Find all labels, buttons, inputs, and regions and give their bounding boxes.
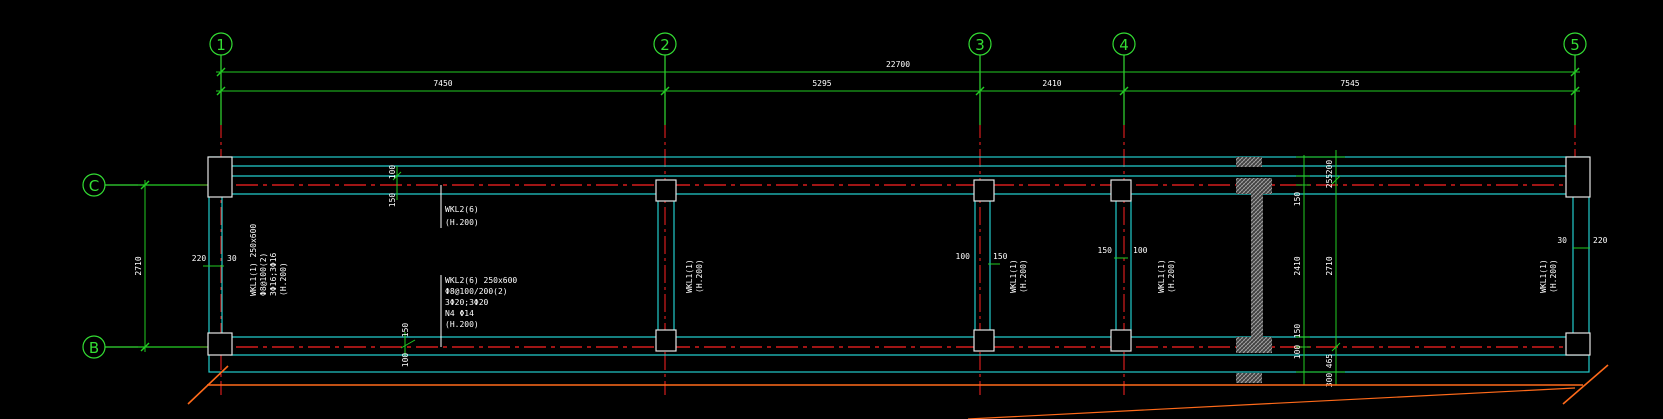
axis-label-2: 2 xyxy=(660,36,670,54)
column-C4 xyxy=(1110,179,1132,202)
dim-top-150: 150 xyxy=(388,193,397,208)
wkl1-left-line2: Φ8@100(2) xyxy=(259,253,268,296)
dim-ax3-100: 100 xyxy=(956,252,971,261)
wkl2-top-line2: (H.200) xyxy=(445,218,479,227)
wkl1-ax5-line1: WKL1(1) xyxy=(1539,259,1548,293)
dimension-chain-top xyxy=(216,67,1580,96)
wkl1-ax3-line2: (H.200) xyxy=(1019,259,1028,293)
wkl1-left-line3: 3Φ16;3Φ16 xyxy=(269,252,278,296)
dim-left-30: 30 xyxy=(227,254,237,263)
column-B2 xyxy=(655,329,677,352)
wkl2-bot-line2: Φ8@100/200(2) xyxy=(445,287,508,296)
dim-span-4-5: 7545 xyxy=(1340,79,1359,88)
section-cut-lines xyxy=(187,364,1609,419)
column-C3 xyxy=(973,179,995,202)
dimension-right-vertical xyxy=(1296,150,1345,385)
grid-centerlines-horizontal xyxy=(200,184,1585,348)
dim-ax3-150: 150 xyxy=(993,252,1008,261)
dim-span-1-2: 7450 xyxy=(433,79,452,88)
wkl1-left-line1: WKL1(1) 250x600 xyxy=(249,224,258,296)
annotation-wkl1-axis4: WKL1(1) (H.200) xyxy=(1157,259,1176,293)
section-line-oblique xyxy=(967,387,1576,419)
axis-label-C: C xyxy=(89,177,99,195)
column-C2 xyxy=(655,179,677,202)
dim-span-2-3: 5295 xyxy=(812,79,831,88)
small-dimension-ticks xyxy=(203,166,1590,356)
column-B5 xyxy=(1565,332,1591,356)
dimension-left-vertical xyxy=(138,180,210,352)
dim-ax4-100: 100 xyxy=(1133,246,1148,255)
axis-bubble-4: 4 xyxy=(1112,32,1136,125)
wkl2-bot-line5: (H.200) xyxy=(445,320,479,329)
annotation-wkl1-axis3: WKL1(1) (H.200) xyxy=(1009,259,1028,293)
wkl2-bot-line3: 3Φ20;3Φ20 xyxy=(445,298,489,307)
axis-label-B: B xyxy=(89,339,99,357)
wkl2-bot-line1: WKL2(6) 250x600 xyxy=(445,276,517,285)
dim-bot-150: 150 xyxy=(401,323,410,338)
wkl1-ax2-line2: (H.200) xyxy=(695,259,704,293)
dim-overall: 22700 xyxy=(886,60,910,69)
axis-label-5: 5 xyxy=(1570,36,1580,54)
wkl1-ax5-line2: (H.200) xyxy=(1549,259,1558,293)
hatched-wall xyxy=(1236,157,1272,383)
annotation-wkl1-left: WKL1(1) 250x600 Φ8@100(2) 3Φ16;3Φ16 (H.2… xyxy=(249,224,288,296)
axis-bubble-5: 5 xyxy=(1563,32,1587,125)
dim-r-100: 100 xyxy=(1293,345,1302,360)
wkl1-ax2-line1: WKL1(1) xyxy=(685,259,694,293)
dim-r-300: 300 xyxy=(1325,373,1334,388)
grid-centerlines-vertical xyxy=(220,120,1576,395)
dim-r-200: 200 xyxy=(1325,160,1334,175)
dim-left-220: 220 xyxy=(192,254,207,263)
beam-lines xyxy=(208,156,1590,373)
dim-r-2410: 2410 xyxy=(1293,256,1302,275)
column-B3 xyxy=(973,329,995,352)
dim-span-3-4: 2410 xyxy=(1042,79,1061,88)
axis-label-1: 1 xyxy=(216,36,226,54)
column-C1 xyxy=(207,156,233,198)
dim-left-vertical: 2710 xyxy=(134,256,143,275)
wkl1-ax4-line2: (H.200) xyxy=(1167,259,1176,293)
dim-ax4-150: 150 xyxy=(1098,246,1113,255)
dim-r-465: 465 xyxy=(1325,354,1334,369)
dim-r-255: 255 xyxy=(1325,174,1334,189)
column-B1 xyxy=(207,332,233,356)
wkl1-ax4-line1: WKL1(1) xyxy=(1157,259,1166,293)
axis-label-4: 4 xyxy=(1119,36,1129,54)
wkl1-ax3-line1: WKL1(1) xyxy=(1009,259,1018,293)
axis-label-3: 3 xyxy=(975,36,985,54)
dim-right-30: 30 xyxy=(1557,236,1567,245)
dim-top-100: 100 xyxy=(388,165,397,180)
axis-bubble-2: 2 xyxy=(653,32,677,125)
beam-outer-frame xyxy=(208,156,1590,373)
columns xyxy=(207,156,1591,356)
wkl1-left-line4: (H.200) xyxy=(279,262,288,296)
column-C5 xyxy=(1565,156,1591,198)
dim-r-150-bot: 150 xyxy=(1293,324,1302,339)
column-B4 xyxy=(1110,329,1132,352)
wkl2-top-line1: WKL2(6) xyxy=(445,205,479,214)
dim-bot-100: 100 xyxy=(401,353,410,368)
wkl2-bot-line4: N4 Φ14 xyxy=(445,309,474,318)
dim-r-150-top: 150 xyxy=(1293,192,1302,207)
axis-bubbles: 1 2 3 4 5 C B xyxy=(82,32,1587,359)
dim-r-2710: 2710 xyxy=(1325,256,1334,275)
dim-right-220: 220 xyxy=(1593,236,1608,245)
axis-bubble-3: 3 xyxy=(968,32,992,125)
axis-bubble-1: 1 xyxy=(209,32,233,125)
annotation-wkl2-bottom: WKL2(6) 250x600 Φ8@100/200(2) 3Φ20;3Φ20 … xyxy=(445,276,517,329)
annotation-wkl1-axis2: WKL1(1) (H.200) xyxy=(685,259,704,293)
annotation-wkl2-top: WKL2(6) (H.200) xyxy=(445,205,479,227)
annotation-wkl1-axis5: WKL1(1) (H.200) xyxy=(1539,259,1558,293)
